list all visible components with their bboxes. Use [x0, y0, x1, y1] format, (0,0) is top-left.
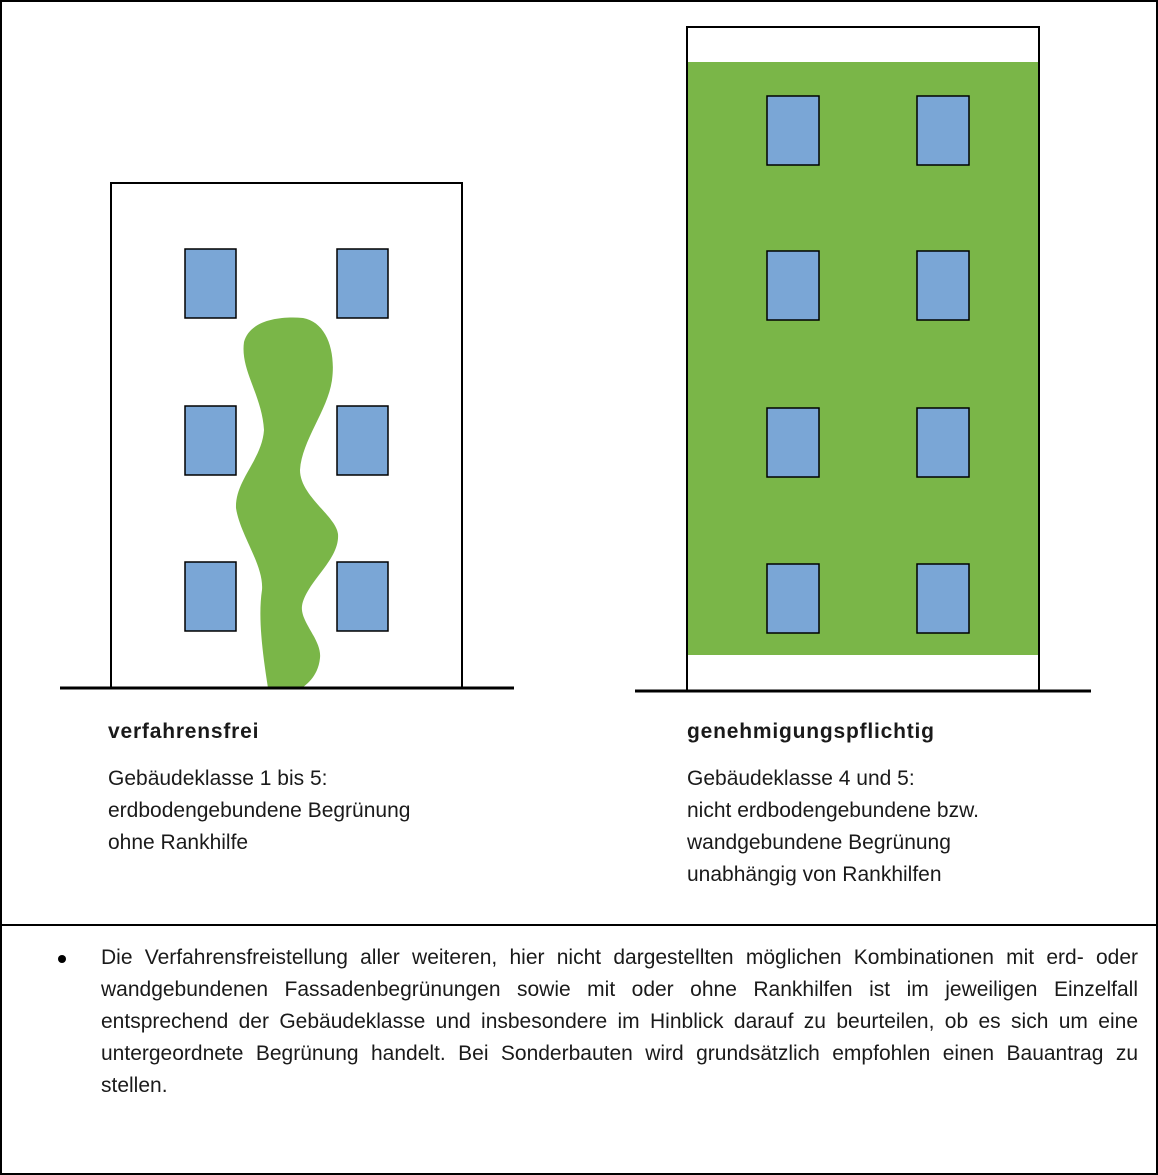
note-list: Die Verfahrensfreistellung aller weitere…	[58, 942, 1138, 1102]
bullet-icon	[58, 955, 66, 963]
note-text: Die Verfahrensfreistellung aller weitere…	[101, 946, 1138, 1097]
left-caption-line: Gebäudeklasse 1 bis 5:	[108, 767, 328, 790]
right-caption-line: Gebäudeklasse 4 und 5:	[687, 767, 915, 790]
note-item: Die Verfahrensfreistellung aller weitere…	[58, 942, 1138, 1102]
right-caption-title: genehmigungspflichtig	[687, 720, 935, 743]
left-caption-line: ohne Rankhilfe	[108, 831, 249, 854]
window	[184, 405, 237, 476]
window	[916, 95, 970, 166]
right-caption-body: Gebäudeklasse 4 und 5: nicht erdbodengeb…	[687, 763, 979, 891]
left-caption-title: verfahrensfrei	[108, 720, 260, 743]
window	[184, 561, 237, 632]
window	[336, 248, 389, 319]
window	[766, 95, 820, 166]
window	[766, 250, 820, 321]
right-caption-line: nicht erdbodengebundene bzw.	[687, 799, 979, 822]
window	[336, 561, 389, 632]
window	[336, 405, 389, 476]
window	[184, 248, 237, 319]
window	[916, 407, 970, 478]
left-caption-body: Gebäudeklasse 1 bis 5: erdbodengebundene…	[108, 763, 410, 859]
section-divider	[0, 924, 1158, 926]
window	[766, 407, 820, 478]
note-section: Die Verfahrensfreistellung aller weitere…	[58, 942, 1138, 1102]
wall-greening	[688, 62, 1038, 655]
window	[766, 563, 820, 634]
left-building	[60, 182, 514, 690]
window	[916, 563, 970, 634]
window	[916, 250, 970, 321]
facade-illustrations	[60, 26, 1091, 693]
right-building	[635, 26, 1091, 693]
right-caption-line: wandgebundene Begrünung	[687, 831, 951, 854]
climbing-plant	[235, 317, 339, 688]
right-caption-line: unabhängig von Rankhilfen	[687, 863, 942, 886]
left-caption-line: erdbodengebundene Begrünung	[108, 799, 411, 822]
